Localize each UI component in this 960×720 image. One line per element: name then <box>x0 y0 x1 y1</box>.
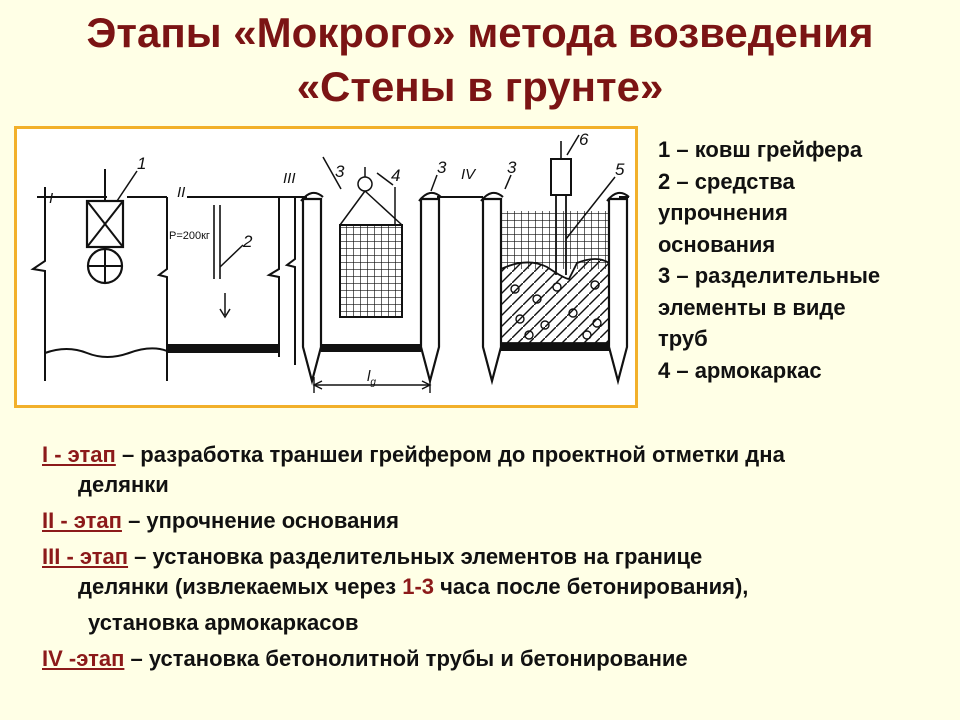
callout-1: 1 <box>137 154 146 173</box>
stage-3: III - этап – установка разделительных эл… <box>42 542 952 638</box>
stage-list: I - этап – разработка траншеи грейфером … <box>42 440 952 680</box>
callout-5: 5 <box>615 160 625 179</box>
callout-4: 4 <box>391 166 400 185</box>
callout-2: 2 <box>242 232 253 251</box>
callout-6: 6 <box>579 130 589 149</box>
stage-numeral-3: III <box>283 170 296 187</box>
stage-1-line-1: I - этап – разработка траншеи грейфером … <box>42 440 952 470</box>
stage-1-label: I - этап <box>42 442 116 467</box>
stage-3-line-3: установка армокаркасов <box>88 610 359 635</box>
stage-4-text: – установка бетонолитной трубы и бетонир… <box>130 646 688 671</box>
stage-4: IV -этап – установка бетонолитной трубы … <box>42 644 952 674</box>
stage-2: II - этап – упрочнение основания <box>42 506 952 536</box>
callout-3b: 3 <box>437 158 447 177</box>
dimension-label: lg <box>367 368 376 388</box>
stage-numeral-1: I <box>49 190 53 207</box>
stage-1-text-cont: делянки <box>78 472 169 497</box>
legend-line: элементы в виде <box>658 294 846 320</box>
wall-construction-diagram: I II III IV 1 2 3 4 3 3 6 5 P=200кг lg <box>30 130 630 393</box>
legend-line: основания <box>658 231 776 257</box>
stage-3-text-before: делянки (извлекаемых через <box>78 574 403 599</box>
legend-line: 1 – ковш грейфера <box>658 137 863 162</box>
legend: 1 – ковш грейфера 2 – средства упрочнени… <box>658 134 958 386</box>
title-line-1: Этапы «Мокрого» метода возведения <box>86 9 874 56</box>
legend-line: труб <box>658 326 708 351</box>
legend-line: упрочнения <box>658 200 788 225</box>
stage-2-line-1: II - этап – упрочнение основания <box>42 506 952 536</box>
stage-3-text-after: часа после бетонирования), <box>434 574 749 599</box>
stage-2-label: II - этап <box>42 508 122 533</box>
stage-numeral-2: II <box>177 184 185 201</box>
stage-4-label: IV -этап <box>42 646 125 671</box>
stage-numeral-4: IV <box>461 166 477 183</box>
legend-line: 2 – средства <box>658 168 795 194</box>
callout-3c: 3 <box>507 158 517 177</box>
callout-3a: 3 <box>335 162 345 181</box>
diagram-frame: I II III IV 1 2 3 4 3 3 6 5 P=200кг lg <box>14 126 638 408</box>
stage-3-line-2: делянки (извлекаемых через 1-3 часа посл… <box>42 572 952 602</box>
stage-3-hours-highlight: 1-3 <box>402 574 435 599</box>
title-line-2: «Стены в грунте» <box>296 63 664 110</box>
stage-2-text: – упрочнение основания <box>128 508 399 533</box>
stage-1-text: – разработка траншеи грейфером до проект… <box>121 442 785 467</box>
legend-line: 3 – разделительные <box>658 263 881 288</box>
weight-label: P=200кг <box>169 230 210 242</box>
stage-3-line-1: III - этап – установка разделительных эл… <box>42 542 952 572</box>
stage-4-line-1: IV -этап – установка бетонолитной трубы … <box>42 644 952 674</box>
stage-3-label: III - этап <box>42 544 129 569</box>
stage-1: I - этап – разработка траншеи грейфером … <box>42 440 952 500</box>
legend-line: 4 – армокаркас <box>658 357 822 383</box>
stage-3-text: – установка разделительных элементов на … <box>134 544 703 569</box>
slide-title: Этапы «Мокрого» метода возведения «Стены… <box>0 6 960 114</box>
